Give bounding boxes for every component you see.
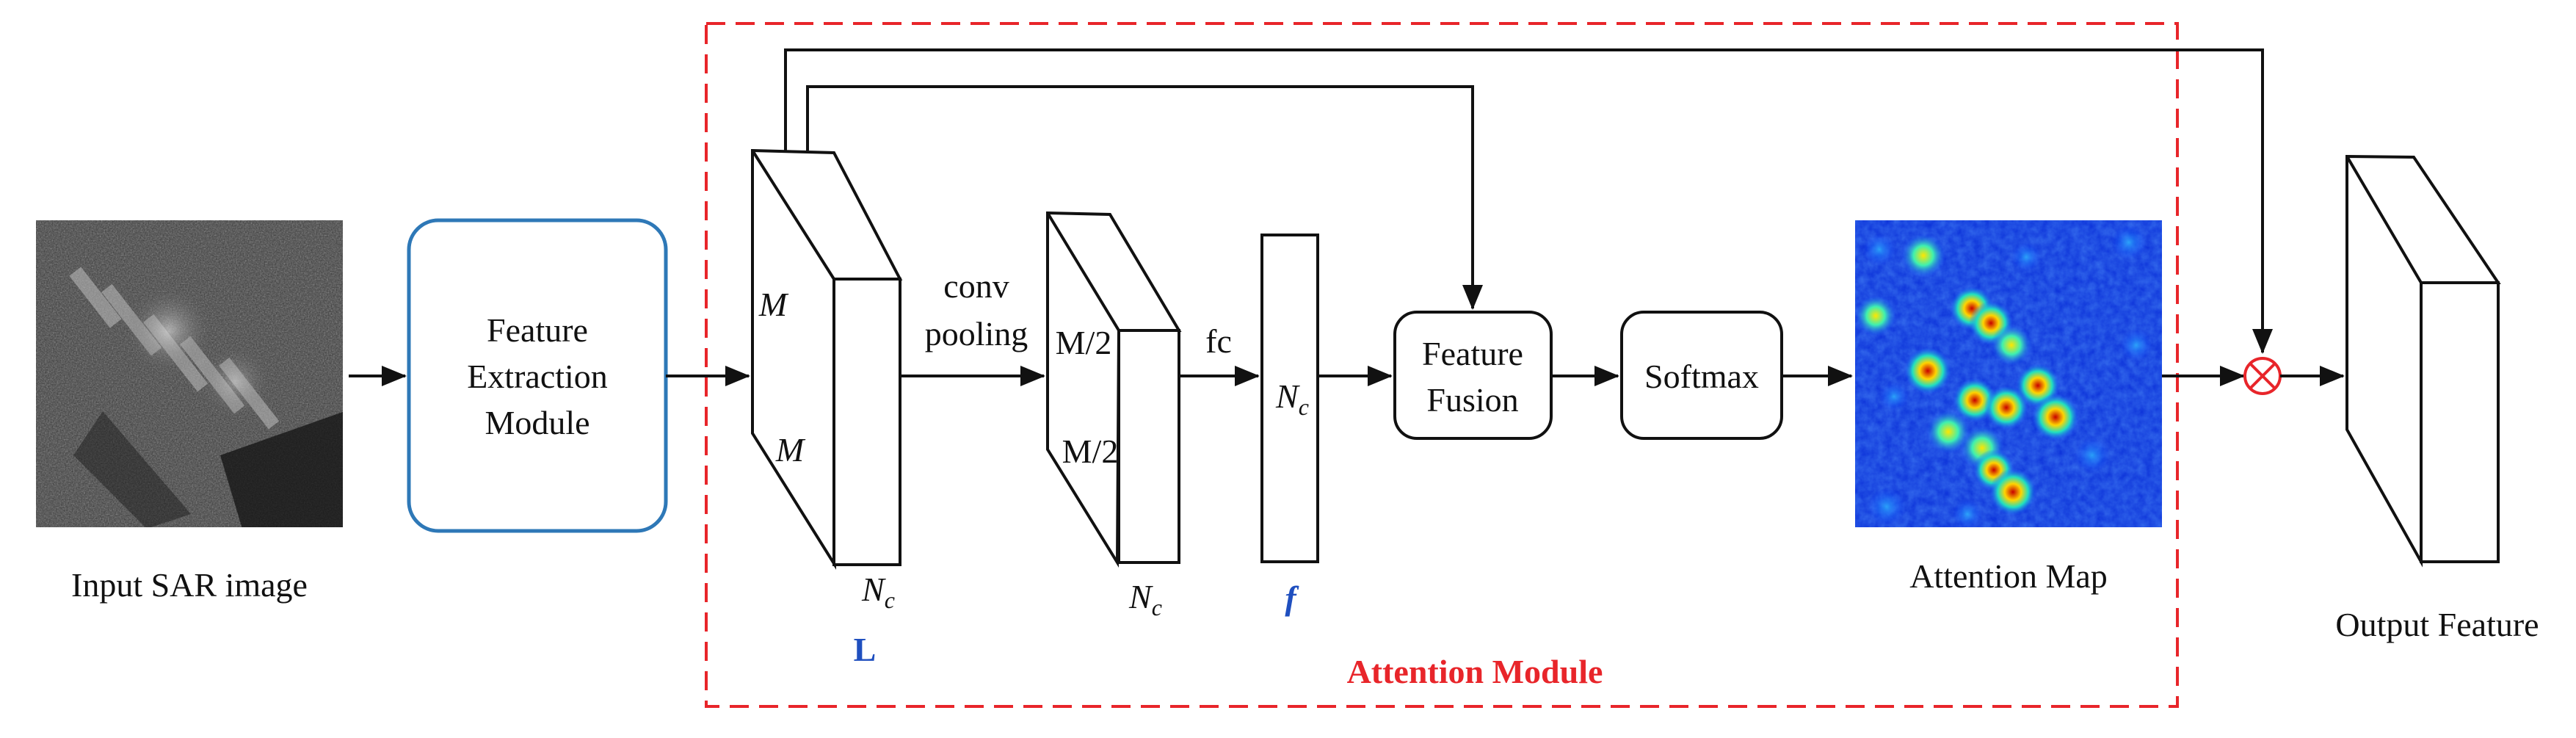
block-L-dim-depth-main: N (861, 571, 886, 608)
block-L-dim-top: M (758, 286, 789, 323)
feature-fusion-box (1393, 311, 1553, 440)
vector-f-name: f (1285, 579, 1299, 617)
conv-label: conv (943, 267, 1009, 305)
multiply-icon (2243, 357, 2282, 395)
input-sar-image (36, 220, 343, 527)
block-pooled-dim-depth: Nc (1128, 578, 1162, 621)
attention-map-label: Attention Map (1909, 557, 2108, 595)
block-pooled-dim-bottom: M/2 (1062, 433, 1119, 470)
softmax-label: Softmax (1644, 358, 1759, 395)
skip-connection-to-multiply (784, 48, 2273, 354)
vector-f (1260, 234, 1319, 563)
feature-block-L (751, 148, 903, 570)
feature-fusion-label-1: Feature (1422, 335, 1523, 372)
block-L-dim-bottom: M (775, 431, 806, 469)
vector-f-dim-sub: c (1299, 394, 1309, 420)
feature-extraction-label-2: Extraction (467, 358, 608, 395)
block-L-dim-depth: Nc (861, 571, 895, 613)
feature-block-pooled (1046, 211, 1182, 568)
input-image-label: Input SAR image (71, 566, 308, 604)
pooling-label: pooling (925, 315, 1028, 352)
output-feature-block (2345, 154, 2501, 568)
attention-module-label: Attention Module (1347, 653, 1603, 690)
attention-map-image (1855, 220, 2162, 527)
vector-f-dim-main: N (1275, 377, 1300, 415)
feature-fusion-label-2: Fusion (1426, 381, 1518, 419)
output-feature-label: Output Feature (2335, 606, 2539, 643)
skip-connection-to-fusion (806, 85, 1483, 310)
fc-label: fc (1205, 322, 1232, 360)
block-L-name: L (854, 631, 877, 668)
attention-module-border (705, 22, 2179, 708)
block-pooled-dim-depth-main: N (1128, 578, 1153, 615)
block-L-dim-depth-sub: c (885, 587, 895, 613)
block-pooled-dim-depth-sub: c (1152, 594, 1162, 621)
feature-extraction-label-3: Module (485, 404, 589, 441)
feature-extraction-label-1: Feature (487, 311, 588, 349)
block-pooled-dim-top: M/2 (1056, 324, 1112, 361)
vector-f-dim: Nc (1275, 377, 1309, 420)
